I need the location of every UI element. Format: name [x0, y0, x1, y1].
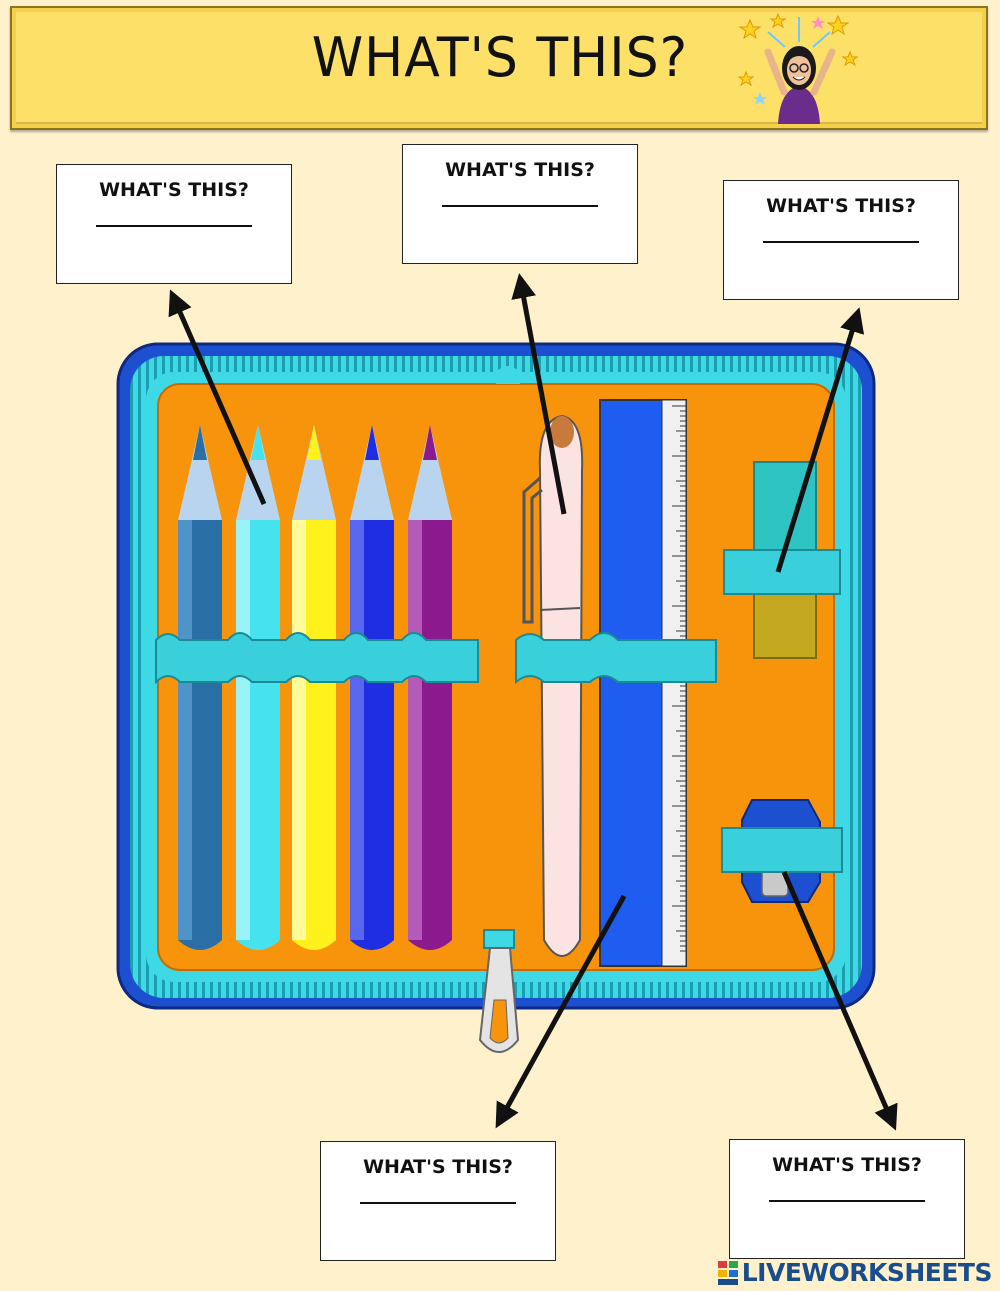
page-title: WHAT'S THIS?: [311, 26, 689, 90]
zipper-pull: [478, 929, 520, 1053]
pencil-cyan: [236, 425, 280, 950]
pencil-yellow: [292, 425, 336, 950]
question-label: WHAT'S THIS?: [445, 159, 595, 181]
answer-blank[interactable]: [763, 241, 919, 243]
pointer-arrows: [168, 273, 898, 1131]
answer-blank[interactable]: [96, 225, 252, 227]
question-box-5: WHAT'S THIS?: [729, 1139, 965, 1259]
answer-blank[interactable]: [360, 1202, 516, 1204]
question-label: WHAT'S THIS?: [363, 1156, 513, 1178]
teacher-avatar: [738, 12, 859, 124]
colored-pencils: [178, 425, 452, 950]
arrow-to-box-3: [775, 307, 865, 573]
question-label: WHAT'S THIS?: [766, 195, 916, 217]
arrow-to-box-1: [168, 289, 267, 506]
elastic-straps: [155, 549, 843, 873]
arrow-to-box-2: [511, 273, 567, 515]
pencil-dark-blue: [178, 425, 222, 950]
pencil-purple: [408, 425, 452, 950]
liveworksheets-logo-icon: [717, 1260, 738, 1285]
question-box-4: WHAT'S THIS?: [320, 1141, 556, 1261]
question-box-3: WHAT'S THIS?: [723, 180, 959, 300]
question-box-2: WHAT'S THIS?: [402, 144, 638, 264]
arrow-to-box-5: [781, 871, 898, 1131]
pen: [522, 414, 584, 957]
liveworksheets-footer[interactable]: LIVEWORKSHEETS: [717, 1258, 993, 1287]
question-box-1: WHAT'S THIS?: [56, 164, 292, 284]
pencil-blue: [350, 425, 394, 950]
brand-name: LIVEWORKSHEETS: [741, 1258, 993, 1287]
question-label: WHAT'S THIS?: [772, 1154, 922, 1176]
question-label: WHAT'S THIS?: [99, 179, 249, 201]
answer-blank[interactable]: [769, 1200, 925, 1202]
answer-blank[interactable]: [442, 205, 598, 207]
arrow-to-box-4: [495, 894, 627, 1129]
